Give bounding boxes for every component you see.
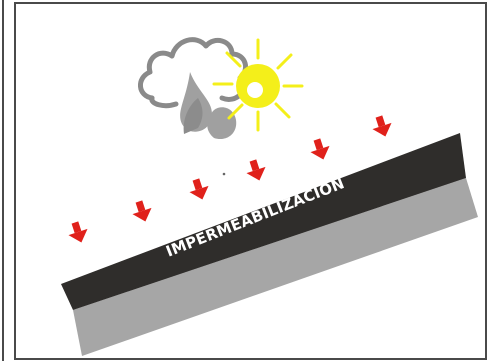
substrate-layer [73, 178, 478, 356]
speck-dot [222, 172, 226, 176]
rain-arrow-icon [372, 115, 392, 137]
rain-drops-icon [180, 72, 237, 140]
sun-icon [212, 38, 304, 132]
waterproof-membrane [61, 133, 466, 310]
rain-arrows [68, 115, 392, 243]
rain-arrow-icon [189, 178, 209, 200]
rain-arrow-icon [246, 159, 266, 181]
rain-arrow-icon [310, 138, 330, 160]
rain-arrow-icon [68, 221, 88, 243]
rain-arrow-icon [132, 200, 152, 222]
